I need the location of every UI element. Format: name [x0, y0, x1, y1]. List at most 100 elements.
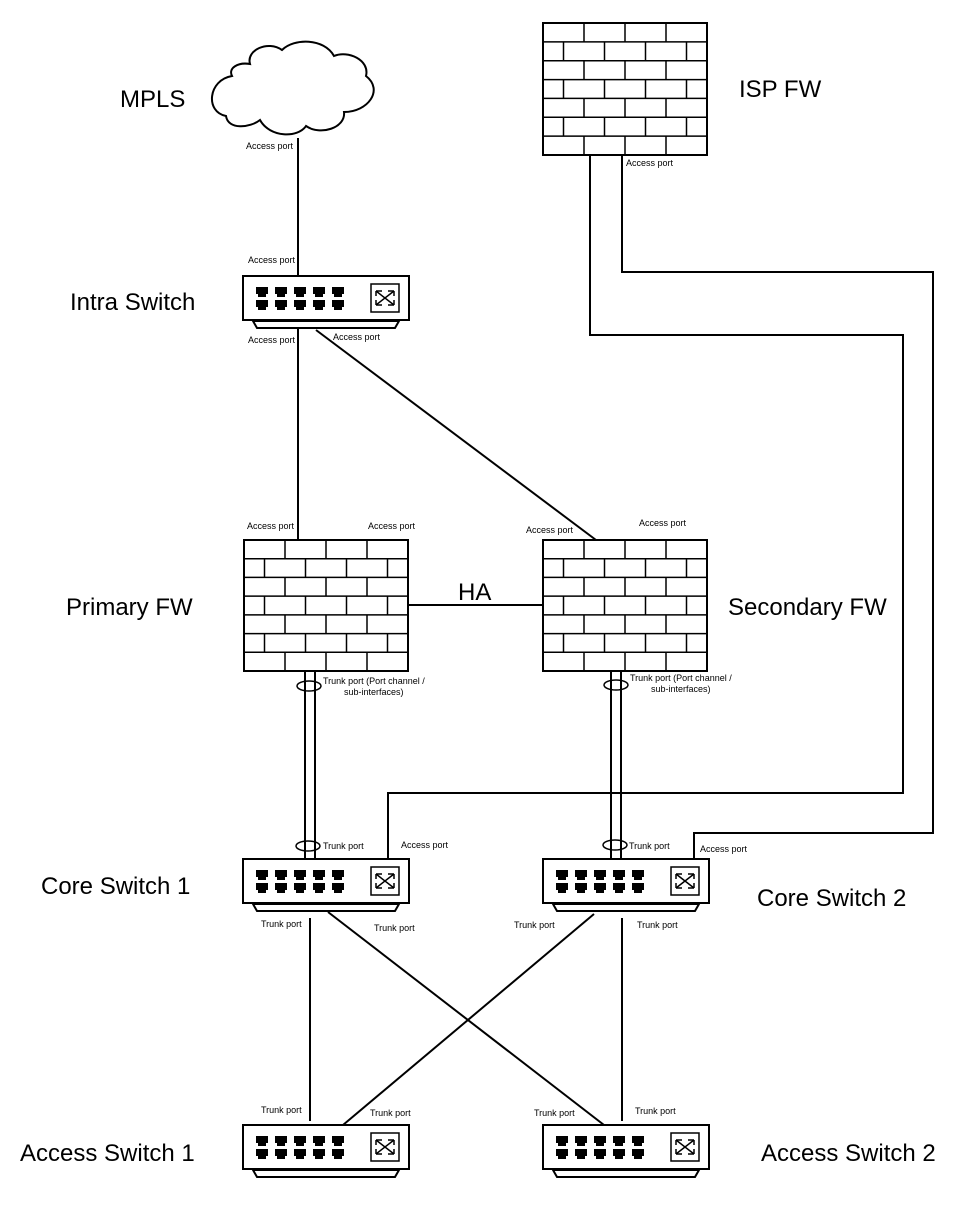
port-label: Trunk port [374, 923, 415, 933]
crossover-icon [370, 1132, 400, 1162]
port-icon [596, 890, 604, 893]
port-icon [556, 1136, 568, 1143]
port-icon [334, 294, 342, 297]
port-icon [296, 294, 304, 297]
node-label-access-switch-2: Access Switch 2 [761, 1140, 936, 1167]
port-icon [258, 890, 266, 893]
port-icon [294, 870, 306, 877]
port-icon [615, 1143, 623, 1146]
port-label: Access port [639, 518, 687, 528]
link-isp-fw-core-switch-2 [621, 155, 934, 859]
port-icon [558, 1156, 566, 1159]
switch-icon [242, 858, 410, 912]
port-icon [575, 1136, 587, 1143]
switch-icon [542, 858, 710, 912]
port-icon [594, 883, 606, 890]
port-icon [296, 1143, 304, 1146]
port-icon [334, 307, 342, 310]
node-label-core-switch-1: Core Switch 1 [41, 873, 190, 900]
port-icon [332, 300, 344, 307]
port-icon [332, 883, 344, 890]
port-icon [277, 890, 285, 893]
switch-base [251, 1169, 401, 1178]
port-label: Trunk port [534, 1108, 575, 1118]
port-icon [575, 870, 587, 877]
port-icon [613, 870, 625, 877]
port-icon [634, 1143, 642, 1146]
crossover-icon [375, 1139, 395, 1155]
crossover-icon [675, 873, 695, 889]
port-icon [558, 1143, 566, 1146]
port-label: Trunk port [629, 841, 670, 851]
port-icon [558, 890, 566, 893]
switch-icon [542, 1124, 710, 1178]
port-icon [296, 1156, 304, 1159]
crossover-icon [670, 1132, 700, 1162]
port-icon [296, 890, 304, 893]
crossover-icon [375, 873, 395, 889]
port-icon [632, 883, 644, 890]
port-icon [596, 1143, 604, 1146]
port-label: Access port [368, 521, 416, 531]
port-icon [577, 890, 585, 893]
port-icon [632, 1149, 644, 1156]
port-label: Access port [248, 335, 296, 345]
port-channel-ellipse-secondary-bottom [602, 839, 628, 851]
firewall-icon [243, 539, 409, 672]
port-label: Trunk port [261, 1105, 302, 1115]
node-label-isp-fw: ISP FW [739, 76, 822, 103]
port-label: Access port [248, 255, 296, 265]
switch-base [551, 903, 701, 912]
port-icon [275, 1136, 287, 1143]
port-icon [315, 877, 323, 880]
port-label: Trunk port [514, 920, 555, 930]
port-icon [332, 1136, 344, 1143]
link-core2-access1 [342, 913, 595, 1126]
port-icon [334, 1156, 342, 1159]
crossover-icon [370, 283, 400, 313]
port-icon [294, 287, 306, 294]
node-label-primary-fw: Primary FW [66, 594, 193, 621]
port-icon [256, 1149, 268, 1156]
switch-base [551, 1169, 701, 1178]
firewall-icon [542, 539, 708, 672]
port-icon [277, 1143, 285, 1146]
connection-lines [297, 138, 934, 1126]
port-icon [258, 1156, 266, 1159]
port-label: Access port [333, 332, 381, 342]
port-icon [277, 294, 285, 297]
port-icon [596, 1156, 604, 1159]
port-icon [256, 870, 268, 877]
port-label: Trunk port [370, 1108, 411, 1118]
port-icon [313, 1136, 325, 1143]
port-icon [296, 307, 304, 310]
crossover-icon [670, 866, 700, 896]
port-icon [615, 1156, 623, 1159]
port-icon [613, 1149, 625, 1156]
port-icon [315, 294, 323, 297]
port-label: Trunk port [261, 919, 302, 929]
port-icon [556, 870, 568, 877]
port-icon [615, 877, 623, 880]
port-icon [256, 300, 268, 307]
port-icon [594, 1149, 606, 1156]
port-channel-ellipse-primary-top [296, 680, 322, 692]
port-icon [294, 1149, 306, 1156]
port-icon [334, 890, 342, 893]
switch-base [251, 320, 401, 329]
port-label: Trunk port [323, 841, 364, 851]
switch-icon [242, 275, 410, 329]
port-icon [313, 287, 325, 294]
port-label: Trunk port [637, 920, 678, 930]
port-icon [632, 870, 644, 877]
port-icon [315, 1156, 323, 1159]
port-icon [258, 307, 266, 310]
port-icon [294, 300, 306, 307]
port-icon [256, 287, 268, 294]
port-icon [313, 1149, 325, 1156]
port-label: Access port [246, 141, 294, 151]
port-label: Access port [700, 844, 748, 854]
node-label-access-switch-1: Access Switch 1 [20, 1140, 195, 1167]
port-icon [313, 300, 325, 307]
port-icon [594, 1136, 606, 1143]
